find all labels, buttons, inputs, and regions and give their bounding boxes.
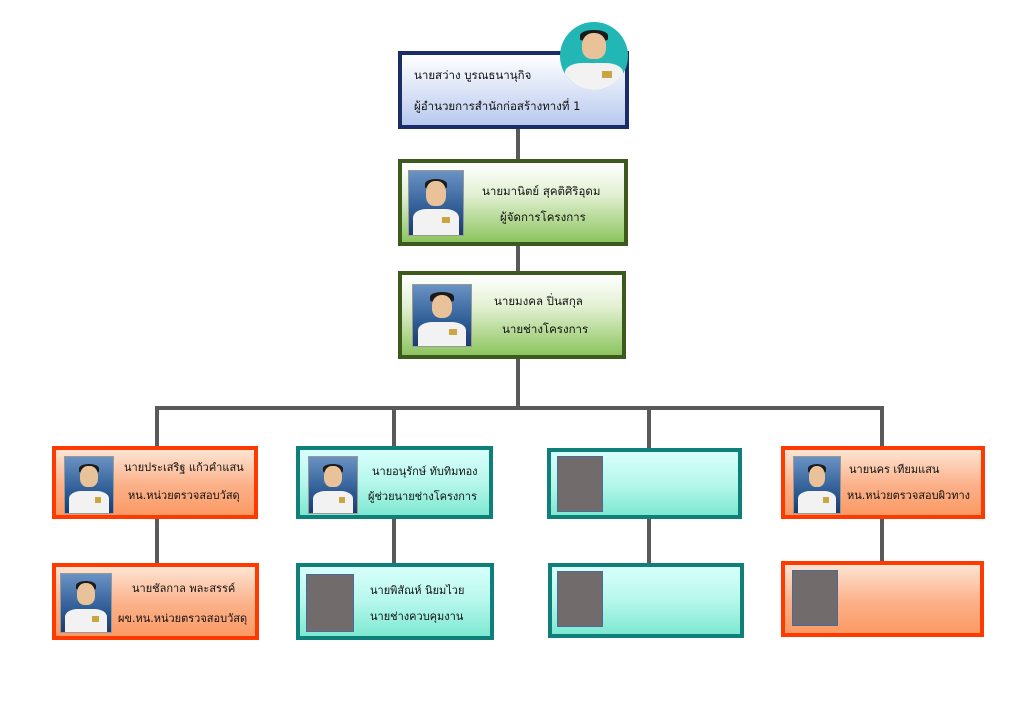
node-title: ผู้จัดการโครงการ (500, 210, 586, 224)
node-name: นายมงคล ปิ่นสกุล (494, 294, 583, 308)
node-title: ผู้ช่วยนายช่างโครงการ (368, 490, 477, 503)
node-name: นายนคร เทียมแสน (849, 463, 940, 476)
org-node-col4-bottom (781, 561, 984, 637)
connector-manager-engineer (516, 244, 520, 272)
node-title: ผู้อำนวยการสำนักก่อสร้างทางที่ 1 (414, 99, 581, 113)
photo-placeholder (557, 571, 603, 627)
node-title: หน.หน่วยตรวจสอบผิวทาง (847, 489, 971, 502)
node-title: หน.หน่วยตรวจสอบวัสดุ (128, 489, 240, 502)
engineer-photo (412, 284, 472, 347)
connector-director-manager (516, 126, 520, 162)
org-node-col3-bottom (548, 563, 744, 638)
col1-bottom-photo (60, 573, 112, 633)
org-node-col2-bottom: นายพิสัณห์ นิยมไวย นายช่างควบคุมงาน (296, 563, 494, 640)
col4-top-photo (793, 456, 841, 514)
connector-bus-col1 (155, 406, 159, 448)
connector-bus-col3 (647, 406, 651, 450)
connector-col1-vertical (155, 517, 159, 565)
connector-engineer-bus (516, 358, 520, 408)
org-node-col3-top (547, 448, 742, 519)
photo-placeholder (557, 456, 603, 512)
connector-bus-col4 (880, 406, 884, 448)
connector-col3-vertical (647, 517, 651, 565)
node-name: นายพิสัณห์ นิยมไวย (370, 584, 465, 597)
connector-col2-vertical (392, 517, 396, 565)
org-node-col4-top: นายนคร เทียมแสน หน.หน่วยตรวจสอบผิวทาง (781, 446, 985, 519)
node-title: นายช่างควบคุมงาน (370, 610, 464, 623)
org-node-col1-bottom: นายชัลกาล พละสรรค์ ผข.หน.หน่วยตรวจสอบวัส… (52, 563, 259, 640)
org-node-manager: นายมานิตย์ สุคติศิริอุดม ผู้จัดการโครงกา… (398, 159, 628, 246)
photo-placeholder (306, 574, 354, 632)
node-name: นายอนุรักษ์ ทับทิมทอง (372, 465, 478, 478)
org-node-col2-top: นายอนุรักษ์ ทับทิมทอง ผู้ช่วยนายช่างโครง… (296, 446, 493, 519)
node-name: นายประเสริฐ แก้วคำแสน (124, 461, 244, 474)
node-name: นายมานิตย์ สุคติศิริอุดม (482, 184, 601, 198)
node-title: ผข.หน.หน่วยตรวจสอบวัสดุ (118, 612, 248, 625)
manager-photo (408, 170, 464, 236)
node-name: นายชัลกาล พละสรรค์ (132, 582, 236, 595)
connector-col4-vertical (880, 517, 884, 563)
connector-bus-col2 (392, 406, 396, 448)
node-name: นายสว่าง บูรณธนานุกิจ (414, 68, 532, 82)
connector-horizontal-bus (155, 406, 883, 410)
col2-top-photo (308, 456, 358, 514)
org-node-project-engineer: นายมงคล ปิ่นสกุล นายช่างโครงการ (398, 271, 626, 359)
org-node-col1-top: นายประเสริฐ แก้วคำแสน หน.หน่วยตรวจสอบวัส… (52, 446, 258, 519)
node-title: นายช่างโครงการ (502, 322, 589, 336)
col1-top-photo (64, 456, 114, 514)
director-photo (560, 22, 628, 90)
photo-placeholder (792, 570, 838, 626)
